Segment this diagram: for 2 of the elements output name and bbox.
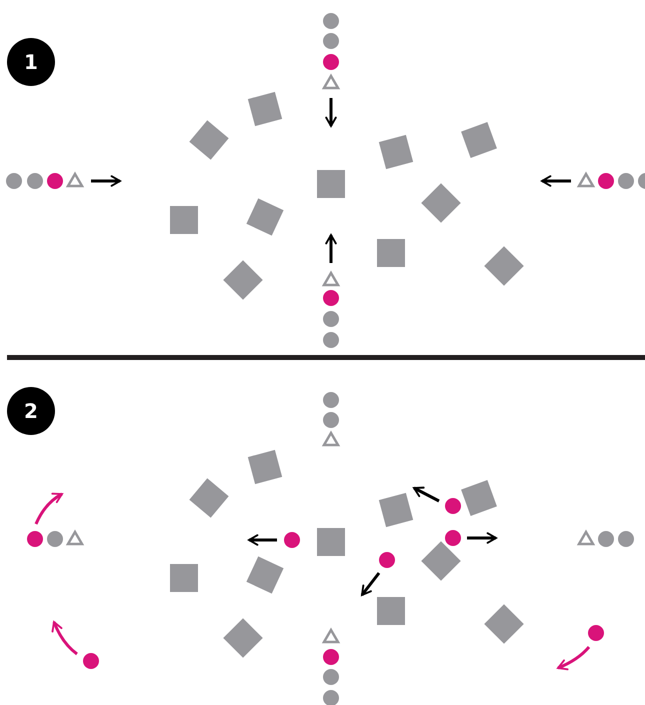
step-number-badge: 2 xyxy=(7,387,55,435)
step-number-badge: 1 xyxy=(7,38,55,86)
